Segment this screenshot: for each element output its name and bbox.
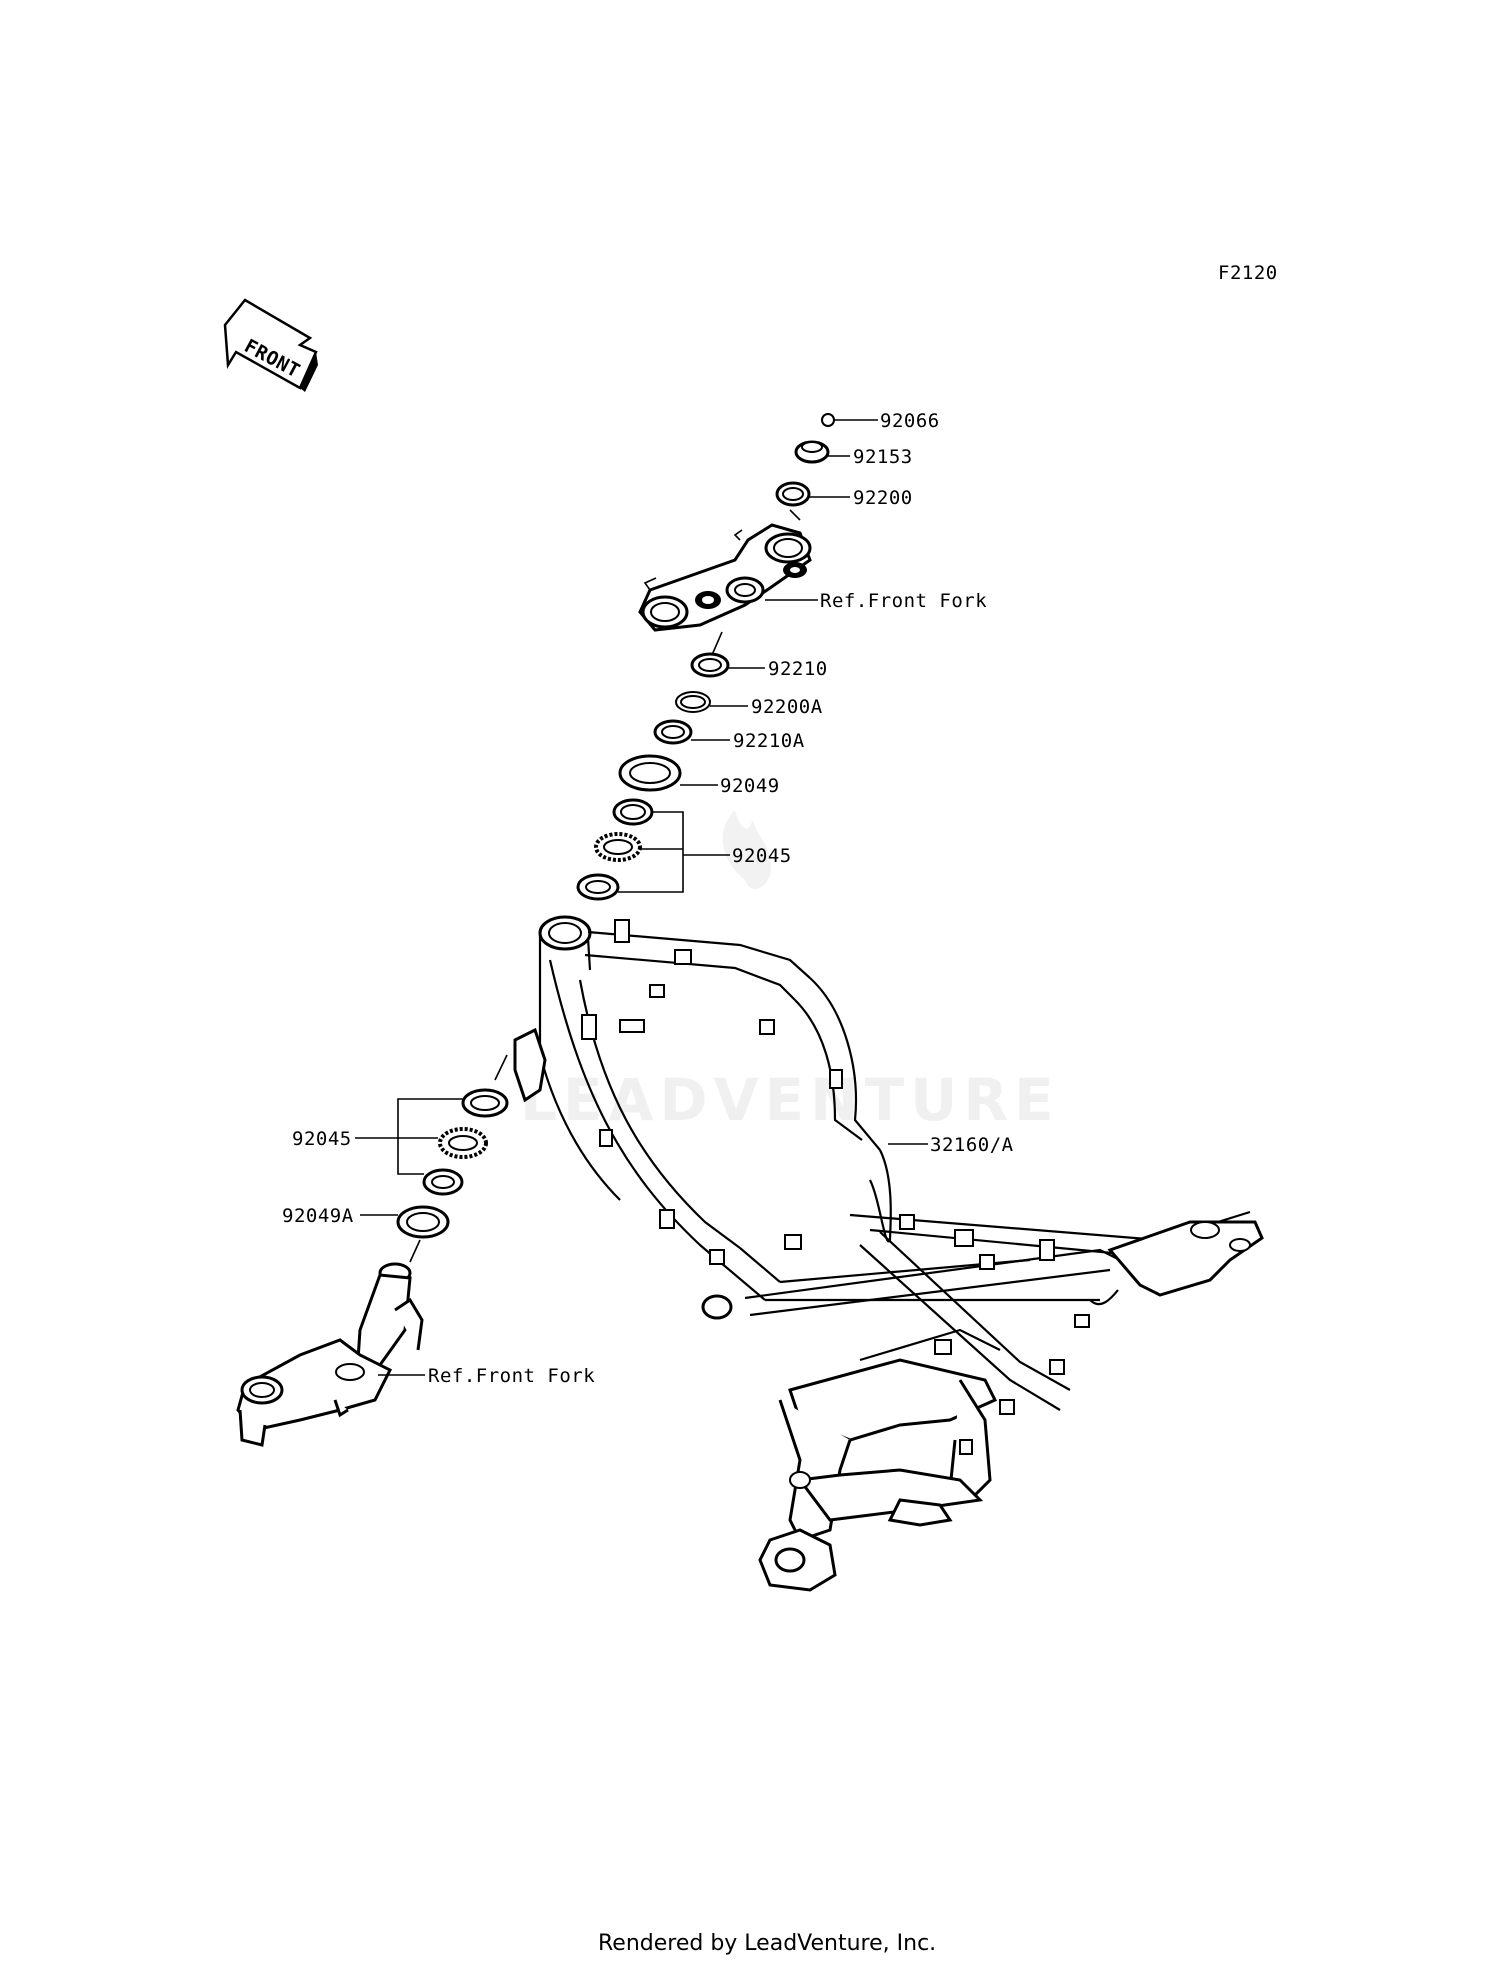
label-ref-front-fork-upper: Ref.Front Fork [820, 590, 987, 612]
part-92066: 92066 [821, 410, 940, 432]
label-32160-A: 32160/A [930, 1134, 1014, 1156]
label-ref-front-fork-lower: Ref.Front Fork [428, 1365, 595, 1387]
diagram-code: F2120 [1218, 262, 1278, 284]
label-92066: 92066 [880, 410, 940, 432]
part-92200: 92200 [775, 481, 913, 509]
part-92045-upper: 92045 [576, 798, 792, 901]
front-arrow-icon: FRONT [223, 298, 318, 392]
label-92210: 92210 [768, 658, 828, 680]
label-92153: 92153 [853, 446, 913, 468]
watermark: LEADVENTURE [520, 810, 1060, 1134]
watermark-text: LEADVENTURE [520, 1066, 1060, 1134]
part-92045-lower: 92045 [292, 1054, 509, 1196]
part-92210A: 92210A [653, 719, 805, 752]
part-92210: 92210 [690, 631, 828, 680]
upper-triple-clamp: Ref.Front Fork [638, 509, 987, 632]
part-92153: 92153 [794, 440, 913, 468]
frame-32160: 32160/A [513, 915, 1264, 1592]
label-92045-upper: 92045 [732, 845, 792, 867]
part-92049A: 92049A [282, 1205, 450, 1239]
label-92210A: 92210A [733, 730, 805, 752]
footer-credit: Rendered by LeadVenture, Inc. [598, 1931, 936, 1956]
label-92049A: 92049A [282, 1205, 354, 1227]
label-92045-lower: 92045 [292, 1128, 352, 1150]
label-92200: 92200 [853, 487, 913, 509]
lower-triple-clamp: Ref.Front Fork [236, 1239, 595, 1447]
label-92049: 92049 [720, 775, 780, 797]
part-92200A: 92200A [675, 691, 823, 718]
part-92049: 92049 [618, 754, 780, 797]
label-92200A: 92200A [751, 696, 823, 718]
